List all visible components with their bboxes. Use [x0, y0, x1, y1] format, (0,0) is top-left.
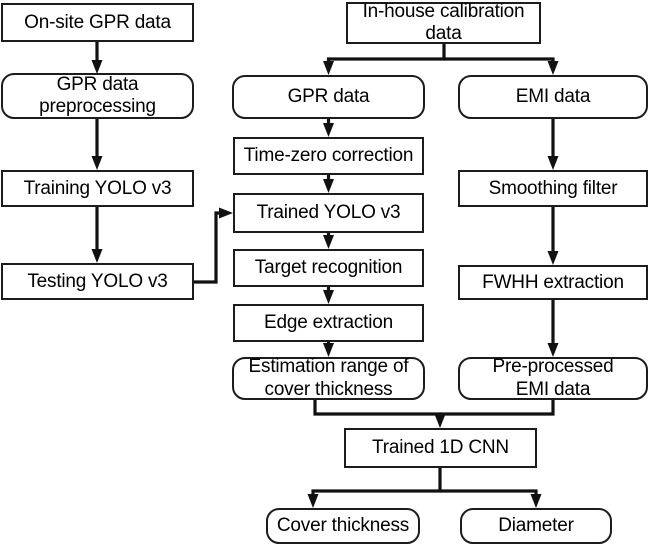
edge-training-to-testing — [91, 207, 103, 263]
node-target-recognition[interactable]: Target recognition — [233, 249, 424, 287]
node-gpr-data-preprocessing[interactable]: GPR data preprocessing — [1, 73, 194, 119]
edge-gprdata-to-timezero — [323, 119, 334, 137]
edge-testing-to-trained-yolo — [194, 207, 233, 284]
edge-1dcnn-split — [307, 468, 542, 508]
node-smoothing-filter[interactable]: Smoothing filter — [458, 170, 648, 207]
edge-preprocessing-to-training — [91, 119, 103, 170]
node-fwhh-extraction[interactable]: FWHH extraction — [458, 265, 648, 300]
edge-edge-to-estimation — [323, 342, 334, 357]
edge-emidata-to-smoothing — [547, 119, 559, 170]
edge-trainedyolo-to-target — [323, 233, 334, 249]
node-gpr-data[interactable]: GPR data — [232, 75, 425, 119]
node-trained-yolo-v3[interactable]: Trained YOLO v3 — [233, 193, 424, 233]
edge-smoothing-to-fwhh — [547, 207, 559, 265]
node-onsite-gpr-data[interactable]: On-site GPR data — [1, 3, 194, 42]
node-edge-extraction[interactable]: Edge extraction — [233, 304, 424, 342]
node-training-yolo-v3[interactable]: Training YOLO v3 — [1, 170, 194, 207]
edge-merge-to-1dcnn — [313, 400, 555, 428]
node-trained-1d-cnn[interactable]: Trained 1D CNN — [344, 428, 537, 468]
node-preprocessed-emi-data[interactable]: Pre-processed EMI data — [458, 356, 648, 400]
edge-target-to-edge — [323, 287, 334, 304]
node-time-zero-correction[interactable]: Time-zero correction — [233, 137, 424, 175]
node-testing-yolo-v3[interactable]: Testing YOLO v3 — [1, 263, 194, 300]
node-emi-data[interactable]: EMI data — [458, 75, 648, 119]
node-diameter[interactable]: Diameter — [460, 508, 612, 544]
node-inhouse-calibration-data[interactable]: In-house calibration data — [346, 1, 541, 44]
node-cover-thickness[interactable]: Cover thickness — [266, 508, 420, 544]
edge-timezero-to-trainedyolo — [323, 175, 334, 193]
edge-onsite-to-preprocessing — [91, 42, 103, 74]
edge-fwhh-to-preprocessed — [547, 300, 559, 357]
node-estimation-range-cover-thickness[interactable]: Estimation range of cover thickness — [232, 356, 425, 400]
edge-calibration-split — [323, 44, 559, 75]
